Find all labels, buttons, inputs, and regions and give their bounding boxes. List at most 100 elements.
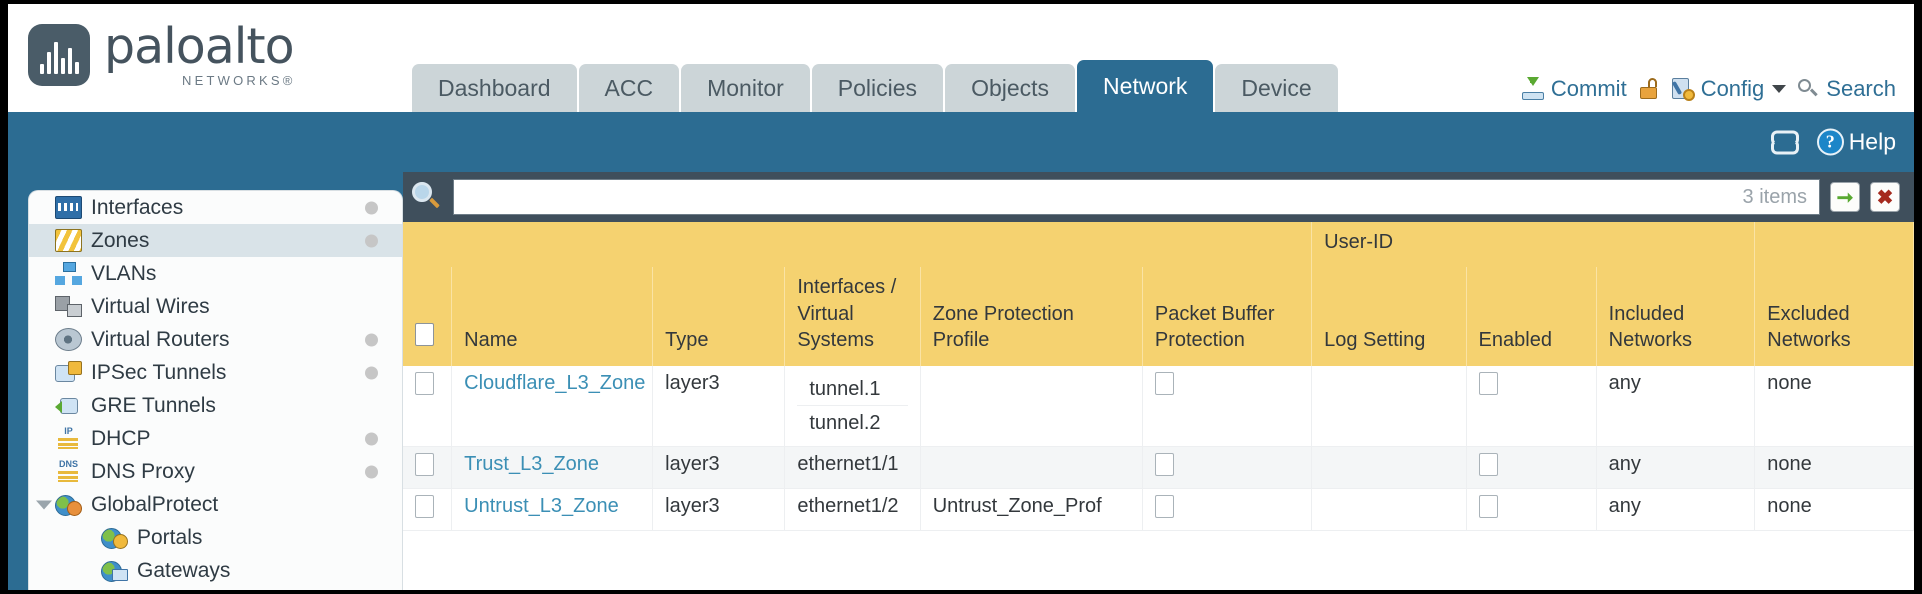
group-header-spacer [403,222,1313,268]
brand-logo: paloalto NETWORKS® [28,22,296,87]
zone-name-link[interactable]: Trust_L3_Zone [464,452,600,475]
column-header-included-networks[interactable]: Included Networks [1596,267,1756,366]
config-icon [1671,77,1695,101]
tab-objects[interactable]: Objects [945,64,1076,112]
lock-icon[interactable] [1637,77,1661,101]
search-icon[interactable] [409,180,443,214]
tab-monitor[interactable]: Monitor [681,64,810,112]
virtual-routers-icon [55,328,82,351]
tab-device[interactable]: Device [1215,64,1338,112]
cell-type: layer3 [652,365,786,447]
column-header-type[interactable]: Type [652,267,786,366]
sidebar-nav: Interfaces Zones VLANs Virtual Wires Vir… [28,190,403,590]
userid-enabled-checkbox[interactable] [1478,494,1498,518]
cell-packet-buffer-protection [1142,488,1313,531]
packet-buffer-protection-checkbox[interactable] [1154,452,1174,476]
help-button[interactable]: ? Help [1816,128,1896,156]
cell-packet-buffer-protection [1142,365,1313,447]
cell-type: layer3 [652,446,786,489]
top-brand-bar: paloalto NETWORKS® Dashboard ACC Monitor… [8,4,1914,112]
sidebar-item-label: Virtual Routers [91,327,230,351]
utility-links: Commit Config Search [1521,76,1896,102]
column-header-enabled[interactable]: Enabled [1466,267,1597,366]
cell-name: Cloudflare_L3_Zone [451,365,654,447]
status-dot [365,234,378,247]
status-dot [365,366,378,379]
cell-excluded-networks: none [1754,446,1914,489]
config-label: Config [1700,76,1765,101]
row-select-cell [403,446,453,489]
sidebar-item-gateways[interactable]: Gateways [29,554,402,587]
sidebar-item-label: DHCP [91,426,151,450]
sidebar-item-zones[interactable]: Zones [29,224,402,257]
refresh-icon[interactable] [1769,129,1799,155]
zone-name-link[interactable]: Untrust_L3_Zone [464,494,619,517]
sidebar-item-gre-tunnels[interactable]: GRE Tunnels [29,389,402,422]
tab-policies[interactable]: Policies [811,64,944,112]
column-header-log-setting[interactable]: Log Setting [1311,267,1467,366]
commit-button[interactable]: Commit [1521,76,1627,102]
row-checkbox[interactable] [415,452,434,476]
zone-name-link[interactable]: Cloudflare_L3_Zone [464,371,646,394]
sidebar-item-virtual-wires[interactable]: Virtual Wires [29,290,402,323]
sidebar-item-dns-proxy[interactable]: DNS DNS Proxy [29,455,402,488]
palo-alto-firewall-app: paloalto NETWORKS® Dashboard ACC Monitor… [8,4,1914,590]
dhcp-icon: IP [55,427,82,450]
column-header-excluded-networks[interactable]: Excluded Networks [1754,267,1914,366]
table-row[interactable]: Untrust_L3_Zone layer3 ethernet1/2 Untru… [403,488,1914,531]
close-icon: ✖ [1876,186,1894,209]
cell-userid-enabled [1466,365,1597,447]
sidebar-item-dhcp[interactable]: IP DHCP [29,422,402,455]
search-icon [1796,77,1820,101]
sidebar-item-label: VLANs [91,261,157,285]
cell-name: Untrust_L3_Zone [451,488,654,531]
zones-icon [55,229,82,252]
tab-dashboard[interactable]: Dashboard [412,64,577,112]
apply-filter-button[interactable]: ➞ [1830,182,1860,212]
cell-included-networks: any [1596,488,1756,531]
tab-network[interactable]: Network [1077,60,1214,112]
userid-enabled-checkbox[interactable] [1478,371,1498,395]
column-header-zone-protection-profile[interactable]: Zone Protection Profile [920,267,1143,366]
search-button[interactable]: Search [1796,76,1896,102]
sidebar-item-virtual-routers[interactable]: Virtual Routers [29,323,402,356]
clear-filter-button[interactable]: ✖ [1870,182,1900,212]
sidebar-item-ipsec-tunnels[interactable]: IPSec Tunnels [29,356,402,389]
tab-acc[interactable]: ACC [578,64,680,112]
config-menu[interactable]: Config [1671,76,1787,102]
content-pane: 3 items ➞ ✖ [403,172,1914,590]
packet-buffer-protection-checkbox[interactable] [1154,371,1174,395]
cell-userid-enabled [1466,488,1597,531]
cell-included-networks: any [1596,365,1756,447]
cell-excluded-networks: none [1754,488,1914,531]
sidebar-item-vlans[interactable]: VLANs [29,257,402,290]
cell-zone-protection-profile [920,446,1143,489]
cell-log-setting [1311,488,1467,531]
row-checkbox[interactable] [415,494,434,518]
cell-interfaces: ethernet1/1 [784,446,921,489]
status-dot [365,465,378,478]
select-all-checkbox[interactable] [415,323,434,347]
interface-list: tunnel.1 tunnel.2 [797,372,908,440]
status-dot [365,432,378,445]
row-select-cell [403,488,453,531]
sidebar-item-globalprotect[interactable]: GlobalProtect [29,488,402,521]
zones-table: User-ID Name Type Interfaces / Virtual S… [403,222,1914,531]
cell-interfaces: ethernet1/2 [784,488,921,531]
table-row[interactable]: Cloudflare_L3_Zone layer3 tunnel.1 tunne… [403,365,1914,447]
sidebar-item-label: GRE Tunnels [91,393,216,417]
table-row[interactable]: Trust_L3_Zone layer3 ethernet1/1 any [403,446,1914,489]
cell-zone-protection-profile: Untrust_Zone_Prof [920,488,1143,531]
userid-enabled-checkbox[interactable] [1478,452,1498,476]
sidebar-item-interfaces[interactable]: Interfaces [29,191,402,224]
sidebar-item-portals[interactable]: Portals [29,521,402,554]
zones-table-container: User-ID Name Type Interfaces / Virtual S… [403,222,1914,590]
chevron-down-icon[interactable] [36,500,52,509]
row-checkbox[interactable] [415,371,434,395]
column-header-interfaces[interactable]: Interfaces / Virtual Systems [784,267,921,366]
column-header-packet-buffer-protection[interactable]: Packet Buffer Protection [1142,267,1313,366]
packet-buffer-protection-checkbox[interactable] [1154,494,1174,518]
search-input[interactable]: 3 items [453,179,1820,215]
column-header-name[interactable]: Name [451,267,654,366]
commit-icon [1521,77,1545,101]
